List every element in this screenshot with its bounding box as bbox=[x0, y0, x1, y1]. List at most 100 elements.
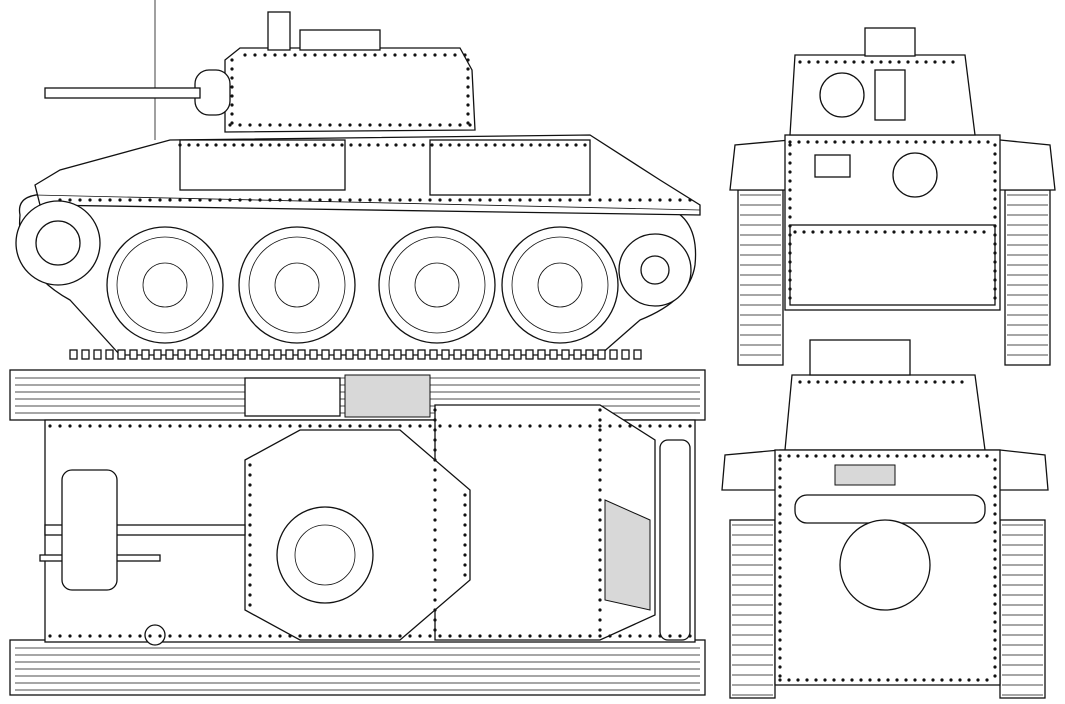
rivet bbox=[638, 198, 642, 202]
rivet bbox=[468, 634, 472, 638]
rivet bbox=[787, 454, 791, 458]
rivet bbox=[258, 123, 262, 127]
rivet bbox=[368, 424, 372, 428]
rivet bbox=[778, 467, 782, 471]
front-track-right bbox=[1004, 189, 1051, 366]
rivet bbox=[852, 60, 856, 64]
track-link bbox=[621, 349, 630, 360]
turret-hatch bbox=[299, 29, 381, 51]
rivet bbox=[668, 198, 672, 202]
road-wheel bbox=[501, 226, 619, 344]
rivet bbox=[993, 566, 997, 570]
rivet bbox=[598, 418, 602, 422]
rivet bbox=[778, 530, 782, 534]
rivet bbox=[877, 454, 881, 458]
rivet bbox=[484, 143, 488, 147]
rivet bbox=[148, 198, 152, 202]
track-link bbox=[393, 349, 402, 360]
rivet bbox=[466, 76, 470, 80]
rivet bbox=[778, 647, 782, 651]
rivet bbox=[478, 198, 482, 202]
rivet bbox=[408, 634, 412, 638]
rivet bbox=[318, 198, 322, 202]
rivet bbox=[993, 233, 997, 237]
rivet bbox=[598, 628, 602, 632]
rivet bbox=[466, 103, 470, 107]
rivet bbox=[788, 251, 792, 255]
rivet bbox=[967, 454, 971, 458]
rivet bbox=[937, 230, 941, 234]
track-link bbox=[177, 349, 186, 360]
fender bbox=[34, 194, 701, 211]
rivet bbox=[128, 634, 132, 638]
rivet bbox=[598, 478, 602, 482]
rivet bbox=[188, 634, 192, 638]
rivet bbox=[993, 161, 997, 165]
rivet bbox=[598, 528, 602, 532]
rivet bbox=[852, 380, 856, 384]
front-track-left bbox=[737, 189, 784, 366]
rivet bbox=[498, 634, 502, 638]
rivet bbox=[248, 573, 252, 577]
track-link bbox=[225, 349, 234, 360]
rivet bbox=[478, 424, 482, 428]
rivet bbox=[250, 143, 254, 147]
rivet bbox=[418, 198, 422, 202]
rear-hull bbox=[774, 449, 1001, 686]
rivet bbox=[433, 408, 437, 412]
rivet bbox=[588, 634, 592, 638]
rivet bbox=[308, 634, 312, 638]
rivet bbox=[268, 424, 272, 428]
rivet bbox=[68, 198, 72, 202]
rivet bbox=[468, 424, 472, 428]
rivet bbox=[388, 634, 392, 638]
rivet bbox=[598, 608, 602, 612]
rivet bbox=[993, 665, 997, 669]
rivet bbox=[850, 678, 854, 682]
rivet bbox=[178, 198, 182, 202]
rivet bbox=[861, 60, 865, 64]
rivet bbox=[778, 485, 782, 489]
rivet bbox=[439, 143, 443, 147]
rivet bbox=[438, 123, 442, 127]
rivet bbox=[888, 60, 892, 64]
rivet bbox=[993, 206, 997, 210]
rivet bbox=[856, 230, 860, 234]
rivet bbox=[832, 678, 836, 682]
rivet bbox=[508, 198, 512, 202]
rivet bbox=[288, 424, 292, 428]
rivet bbox=[678, 424, 682, 428]
rivet bbox=[851, 140, 855, 144]
rivet bbox=[915, 60, 919, 64]
rivet bbox=[529, 143, 533, 147]
rivet bbox=[598, 498, 602, 502]
rivet bbox=[488, 198, 492, 202]
rivet bbox=[433, 488, 437, 492]
rivet bbox=[993, 458, 997, 462]
rivet bbox=[88, 424, 92, 428]
rivet bbox=[806, 140, 810, 144]
rivet bbox=[788, 206, 792, 210]
rivet bbox=[448, 123, 452, 127]
rivet bbox=[148, 634, 152, 638]
rivet bbox=[187, 143, 191, 147]
rivet bbox=[232, 143, 236, 147]
rivet bbox=[796, 678, 800, 682]
rivet bbox=[924, 380, 928, 384]
rivet bbox=[466, 143, 470, 147]
rivet bbox=[931, 678, 935, 682]
rivet bbox=[428, 123, 432, 127]
rivet bbox=[458, 424, 462, 428]
rivet bbox=[832, 454, 836, 458]
gun-barrel-top bbox=[44, 524, 246, 536]
rivet bbox=[829, 230, 833, 234]
rivet bbox=[598, 448, 602, 452]
rivet bbox=[608, 424, 612, 428]
rivet bbox=[248, 533, 252, 537]
rivet bbox=[393, 53, 397, 57]
rivet bbox=[958, 678, 962, 682]
rivet bbox=[583, 143, 587, 147]
rivet bbox=[328, 198, 332, 202]
rivet bbox=[993, 476, 997, 480]
rivet bbox=[218, 634, 222, 638]
